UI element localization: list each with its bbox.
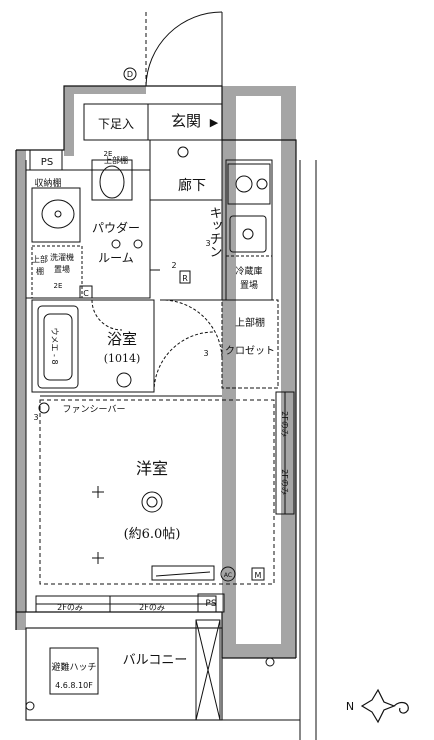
west-wall [16, 150, 26, 610]
kitchen-label: キッチン [207, 206, 222, 258]
marker-ac: AC [224, 572, 232, 579]
western-room [39, 399, 275, 585]
western-room-size-label: (約6.0帖) [124, 527, 181, 542]
rouka-label: 廊下 [178, 177, 206, 194]
fridge-label-2: 置場 [240, 279, 258, 291]
closet [221, 299, 279, 389]
two-e-label-1: 2E [104, 150, 113, 158]
western-room-label: 洋室 [136, 459, 168, 478]
stove [227, 163, 271, 205]
two-f-only-label-2: 2Fのみ [139, 603, 165, 612]
escape-hatch [49, 647, 99, 695]
ps-bottom-label: PS [205, 599, 216, 609]
washer-shelf-label-1: 上部 [32, 254, 48, 264]
powder-room-label-1: パウダー [92, 220, 140, 235]
marker-c: C [83, 289, 89, 298]
north-wall-left [64, 86, 74, 156]
genkan-arrow: ▶ [210, 116, 219, 129]
two-f-only-label-3: 2Fのみ [280, 411, 289, 437]
balcony-wall-left [16, 610, 26, 630]
washer-space [31, 245, 83, 299]
genkan-label: 玄関 [171, 112, 201, 130]
fan-sheet-bar-label: ファンシーバー [63, 404, 126, 415]
pipe-shaft [195, 619, 221, 721]
bath-size-label: (1014) [104, 352, 141, 365]
marker-3b: 3 [203, 349, 208, 358]
north-arrow [360, 688, 396, 724]
sink [229, 215, 267, 253]
marker-d: D [127, 70, 133, 79]
marker-2: 2 [171, 261, 176, 270]
fridge-label-1: 冷蔵庫 [235, 265, 262, 277]
washer-label-1: 洗濯機 [50, 252, 74, 262]
bath-cabinet-label: ウメエ - 8 [50, 327, 59, 364]
toilet [99, 165, 125, 199]
marker-3a: 3 [33, 413, 38, 422]
washer-label-2: 置場 [54, 264, 70, 274]
balcony-label: バルコニー [123, 653, 188, 668]
two-f-only-label-4: 2Fのみ [280, 469, 289, 495]
upper-shelf-label: 上部棚 [235, 316, 265, 329]
escape-hatch-label-1: 避難ハッチ [51, 661, 96, 673]
two-f-only-label-1: 2Fのみ [57, 603, 83, 612]
washbasin-shelf-label: 収納棚 [34, 177, 61, 189]
washbasin-counter [31, 187, 81, 243]
toilet-area [91, 159, 133, 201]
ps-top-label: PS [41, 157, 53, 168]
two-e-label-2: 2E [54, 282, 63, 290]
washer-shelf-label-2: 棚 [36, 266, 44, 276]
marker-3c: 3 [205, 239, 210, 248]
marker-r: R [182, 274, 188, 283]
upper-shelf-small-label: 上部棚 [104, 155, 128, 165]
escape-hatch-label-2: 4.6.8.10F [55, 681, 93, 690]
powder-room-label-2: ルーム [98, 251, 134, 265]
north-wall-strip [64, 86, 146, 94]
closet-label: クロゼット [225, 345, 275, 357]
entrance-door-swing [145, 11, 223, 87]
balcony-area [25, 627, 223, 721]
north-label: N [346, 700, 354, 713]
marker-m: M [255, 571, 262, 580]
bathtub [37, 305, 79, 389]
aircon-unit [151, 565, 215, 581]
svg-text:キッチン: キッチン [207, 206, 222, 258]
room-door-swing [153, 331, 215, 393]
bath-label: 浴室 [107, 330, 137, 348]
getabako-label: 下足入 [98, 117, 134, 131]
